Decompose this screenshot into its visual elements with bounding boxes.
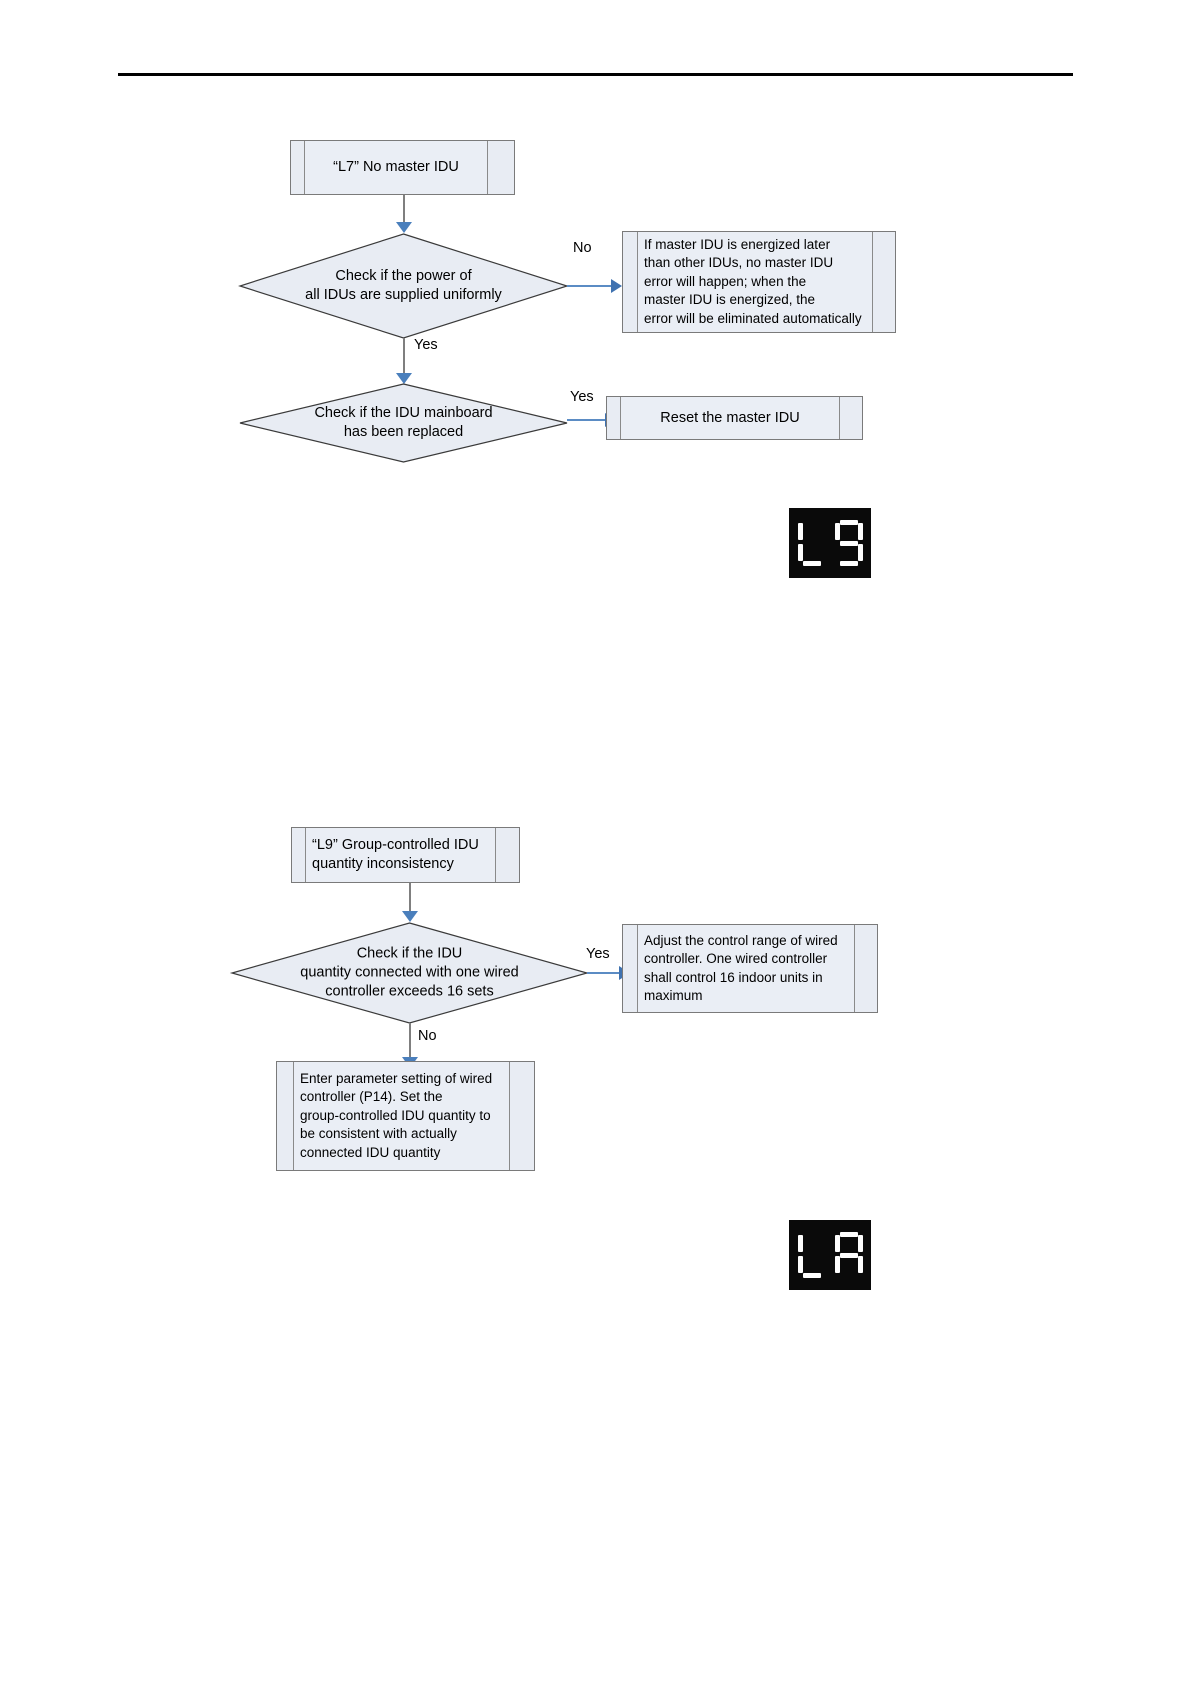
l9-label-no: No: [418, 1028, 437, 1044]
l9-decision-1: Check if the IDU quantity connected with…: [229, 922, 590, 1024]
l9-label-yes: Yes: [586, 946, 610, 962]
l7-connector-d1-to-d2: [403, 338, 405, 380]
l7-label-no: No: [573, 240, 592, 256]
led-display-la: [789, 1220, 871, 1290]
l9-connector-start-to-d1: [409, 883, 411, 916]
header-rule: [118, 73, 1073, 76]
l7-yes-result-label: Reset the master IDU: [660, 409, 800, 426]
l9-connector-d1-no: [409, 1023, 411, 1065]
led-display-l9: [789, 508, 871, 578]
l7-yes-result-box-inner: Reset the master IDU: [620, 397, 840, 439]
l7-decision-2: Check if the IDU mainboard has been repl…: [239, 383, 568, 463]
l7-arrowhead-no: [611, 279, 622, 293]
l9-arrowhead-d1: [402, 911, 418, 922]
l7-connector-start-to-d1: [403, 195, 405, 228]
led-digit-l: [797, 520, 826, 566]
l7-arrowhead-d1: [396, 222, 412, 233]
l7-start-box: “L7” No master IDU: [290, 140, 515, 195]
l9-no-result-box: Enter parameter setting of wired control…: [276, 1061, 535, 1171]
l7-no-result-box-inner: If master IDU is energized later than ot…: [637, 232, 873, 332]
led-digit-a: [834, 1232, 863, 1278]
l7-start-box-label: “L7” No master IDU: [333, 159, 459, 175]
l9-yes-result-label: Adjust the control range of wired contro…: [644, 932, 838, 1004]
l7-arrowhead-d2: [396, 373, 412, 384]
l7-start-box-inner: “L7” No master IDU: [304, 141, 488, 194]
l7-yes-result-box: Reset the master IDU: [606, 396, 863, 440]
led-digit-9: [834, 520, 863, 566]
l7-connector-d1-no: [567, 285, 617, 287]
l9-yes-result-box: Adjust the control range of wired contro…: [622, 924, 878, 1013]
led-digit-l-2: [797, 1232, 826, 1278]
l9-yes-result-box-inner: Adjust the control range of wired contro…: [637, 925, 855, 1012]
l7-label-yes-d2: Yes: [570, 389, 594, 405]
l9-no-result-box-inner: Enter parameter setting of wired control…: [293, 1062, 510, 1170]
l7-connector-d2-yes: [567, 419, 611, 421]
l7-no-result-box: If master IDU is energized later than ot…: [622, 231, 896, 333]
l9-no-result-label: Enter parameter setting of wired control…: [300, 1070, 493, 1160]
l9-start-box-label: “L9” Group-controlled IDU quantity incon…: [312, 837, 479, 872]
l7-no-result-label: If master IDU is energized later than ot…: [644, 236, 862, 326]
l7-decision-1: Check if the power of all IDUs are suppl…: [238, 233, 569, 339]
l9-start-box-inner: “L9” Group-controlled IDU quantity incon…: [305, 828, 496, 882]
l9-connector-d1-yes: [587, 972, 625, 974]
l9-start-box: “L9” Group-controlled IDU quantity incon…: [291, 827, 520, 883]
l7-label-yes-d1: Yes: [414, 337, 438, 353]
